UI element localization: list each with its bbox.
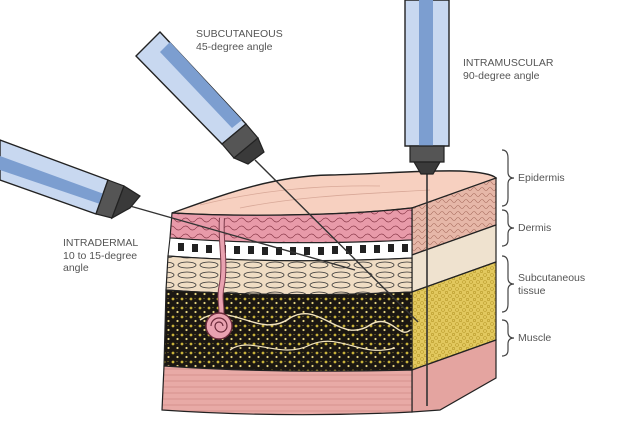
layer-label-subcutaneous-line2: tissue bbox=[518, 284, 546, 297]
subcutaneous-syringe bbox=[135, 30, 265, 165]
muscle-front bbox=[161, 365, 413, 416]
intradermal-syringe bbox=[0, 139, 141, 220]
intradermal-angle-line1: 10 to 15-degree bbox=[63, 249, 138, 262]
layer-label-subcutaneous-line1: Subcutaneous bbox=[518, 272, 586, 284]
intramuscular-syringe bbox=[404, 0, 450, 175]
intramuscular-label: INTRAMUSCULAR 90-degree angle bbox=[463, 57, 553, 82]
layer-label-muscle: Muscle bbox=[518, 332, 552, 344]
subcutaneous-title: SUBCUTANEOUS bbox=[196, 28, 283, 40]
intradermal-label: INTRADERMAL 10 to 15-degree angle bbox=[63, 237, 138, 275]
layer-brackets bbox=[501, 149, 515, 357]
layer-label-epidermis: Epidermis bbox=[518, 172, 565, 184]
sweat-gland bbox=[205, 312, 233, 340]
layer-label-dermis: Dermis bbox=[518, 222, 552, 234]
intramuscular-title: INTRAMUSCULAR bbox=[463, 57, 554, 69]
intramuscular-angle: 90-degree angle bbox=[463, 69, 540, 82]
subcutaneous-angle: 45-degree angle bbox=[196, 40, 273, 53]
subcutaneous-front bbox=[163, 289, 413, 372]
intradermal-title: INTRADERMAL bbox=[63, 237, 139, 249]
subcutaneous-label: SUBCUTANEOUS 45-degree angle bbox=[196, 28, 283, 53]
layer-label-subcutaneous: Subcutaneous tissue bbox=[518, 272, 585, 297]
intradermal-angle-line2: angle bbox=[63, 262, 89, 274]
